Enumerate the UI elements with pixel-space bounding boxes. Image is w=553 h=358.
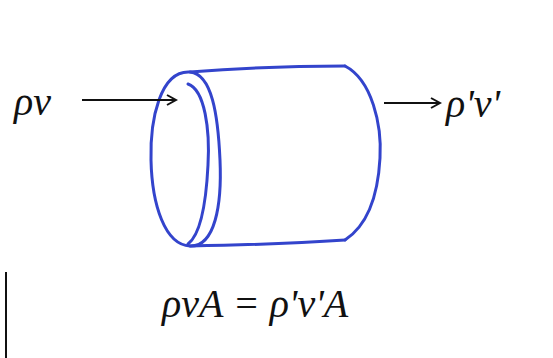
margin-bar bbox=[5, 272, 7, 358]
bottom-edge bbox=[190, 240, 345, 246]
front-ellipse bbox=[151, 72, 220, 246]
outflow-label: ρ'v' bbox=[446, 84, 500, 124]
inflow-arrow bbox=[82, 99, 176, 101]
top-edge bbox=[190, 66, 345, 72]
cylinder bbox=[151, 66, 380, 246]
outflow-arrow bbox=[384, 102, 440, 104]
back-edge bbox=[345, 66, 380, 240]
continuity-equation: ρvA = ρ'v'A bbox=[162, 284, 348, 324]
inner-arc bbox=[188, 84, 208, 244]
inflow-label: ρv bbox=[14, 82, 51, 122]
